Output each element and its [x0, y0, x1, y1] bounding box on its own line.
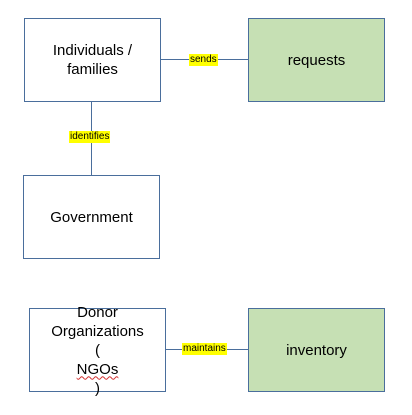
edge-label-sends: sends — [189, 54, 218, 66]
node-individuals-label: Individuals / families — [53, 41, 132, 79]
node-government-label: Government — [50, 208, 133, 226]
node-inventory-label: inventory — [286, 341, 347, 359]
node-inventory: inventory — [248, 308, 385, 392]
edge-label-identifies: identifies — [69, 131, 111, 143]
node-donor-line1: Donor — [77, 303, 118, 321]
node-donor-line2: Organizations — [51, 322, 144, 340]
node-government: Government — [23, 175, 160, 259]
node-donor-label: Donor Organizations (NGOs) — [51, 303, 144, 398]
node-donor-paren-close: ) — [95, 379, 100, 397]
node-requests-label: requests — [287, 51, 346, 69]
node-donor-line3: (NGOs) — [51, 341, 144, 398]
node-donor-organizations: Donor Organizations (NGOs) — [29, 304, 166, 397]
node-individuals-families: Individuals / families — [24, 18, 161, 102]
node-requests: requests — [248, 18, 385, 102]
node-donor-ngos-word: NGOs — [76, 360, 119, 378]
node-individuals-line2: families — [67, 61, 118, 78]
edge-label-maintains: maintains — [182, 343, 227, 355]
node-individuals-line1: Individuals / — [52, 42, 133, 59]
node-donor-paren-open: ( — [95, 341, 100, 359]
